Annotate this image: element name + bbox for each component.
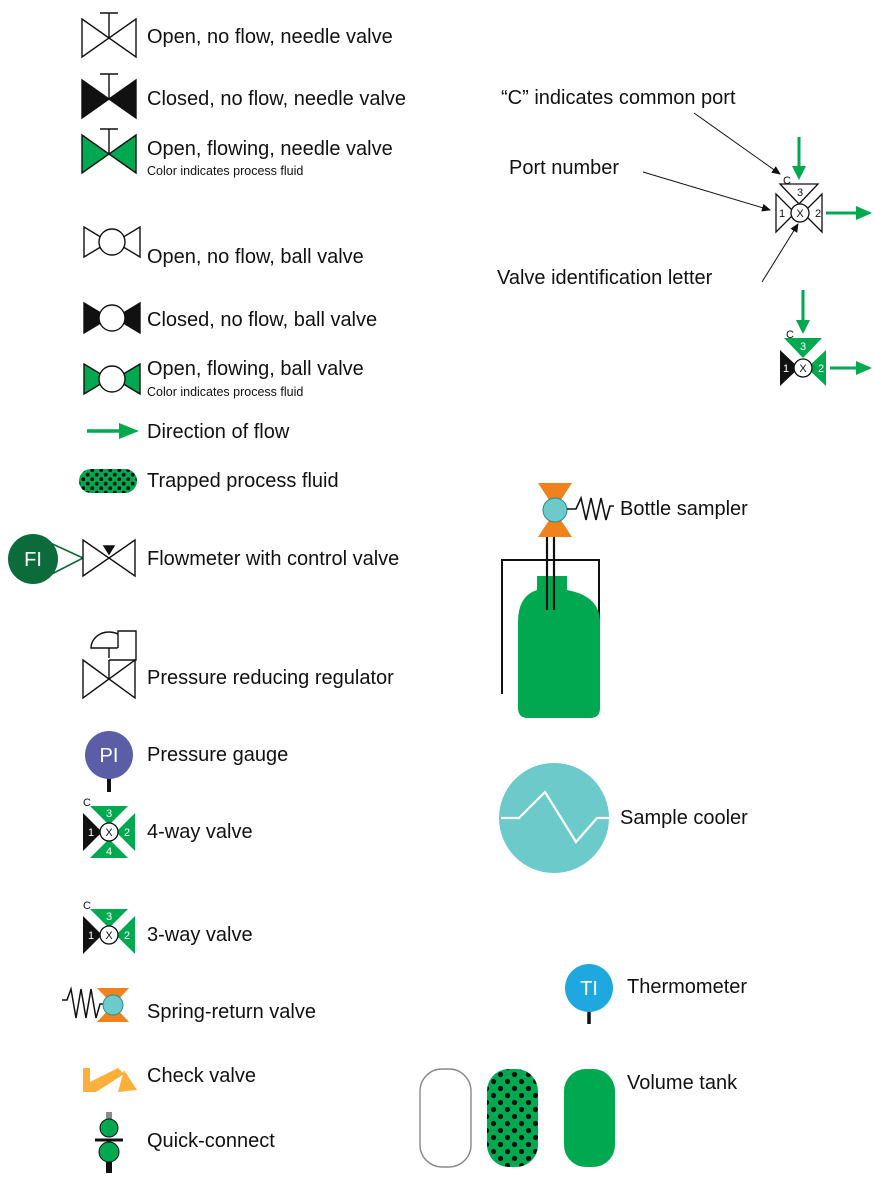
ball-closed-noflow-label: Closed, no flow, ball valve [147, 309, 378, 331]
ball-valve-flowing-icon [83, 362, 141, 396]
ball-color-note: Color indicates process fluid [147, 385, 304, 399]
quick-connect-icon [95, 1112, 123, 1173]
needle-valve-closed-icon [81, 73, 137, 120]
ball-valve-open-noflow-icon [83, 225, 141, 259]
annotated-port-2: 2 [815, 208, 821, 220]
bottle-sampler-label: Bottle sampler [620, 498, 748, 520]
spring-return-valve-label: Spring-return valve [147, 1001, 316, 1023]
flowing-valve-port-1: 1 [783, 363, 789, 375]
three-way-common-mark: C [83, 900, 91, 912]
flowing-valve-port-2: 2 [818, 363, 824, 375]
flowmeter-tag: FI [24, 549, 42, 571]
flow-direction-label: Direction of flow [147, 421, 290, 443]
annotated-common-mark: C [783, 175, 791, 187]
flowmeter-label: Flowmeter with control valve [147, 548, 400, 570]
pressure-gauge-icon [85, 731, 133, 792]
control-valve-icon [82, 538, 136, 578]
valve-id-pointer [761, 223, 799, 283]
annotated-port-3: 3 [797, 187, 803, 199]
four-way-port-2: 2 [124, 827, 130, 839]
common-port-annotation: “C” indicates common port [501, 87, 736, 109]
flowmeter-icon [8, 534, 84, 584]
pressure-regulator-label: Pressure reducing regulator [147, 667, 394, 689]
flowing-valve-id-letter: X [799, 363, 807, 375]
spring-return-valve-icon [62, 986, 129, 1022]
needle-closed-noflow-label: Closed, no flow, needle valve [147, 88, 407, 110]
pressure-gauge-tag: PI [100, 745, 119, 767]
valve-id-annotation: Valve identification letter [497, 267, 713, 289]
flowing-valve-common-mark: C [786, 329, 794, 341]
annotated-id-letter: X [796, 208, 804, 220]
thermometer-tag: TI [580, 978, 598, 1000]
three-way-port-1: 1 [88, 930, 94, 942]
volume-tank-filled-icon [564, 1069, 615, 1167]
annotated-valve-icon [775, 137, 872, 234]
three-way-valve-flowing-icon [780, 290, 872, 386]
volume-tank-empty-icon [419, 1068, 472, 1168]
trapped-fluid-icon [79, 469, 137, 493]
four-way-id-letter: X [105, 827, 113, 839]
check-valve-icon [83, 1068, 137, 1092]
sample-cooler-label: Sample cooler [620, 807, 748, 829]
four-way-port-4: 4 [106, 846, 112, 858]
pressure-regulator-icon [82, 630, 137, 700]
quick-connect-label: Quick-connect [147, 1130, 275, 1152]
port-number-pointer [642, 171, 771, 212]
thermometer-icon [565, 964, 613, 1024]
four-way-port-3: 3 [106, 808, 112, 820]
pressure-gauge-label: Pressure gauge [147, 744, 289, 766]
check-valve-label: Check valve [147, 1065, 256, 1087]
flow-direction-arrow-icon [87, 423, 139, 439]
ball-open-flowing-label: Open, flowing, ball valve [147, 358, 364, 380]
volume-tank-trapped-icon [487, 1069, 538, 1167]
common-port-pointer [693, 112, 781, 175]
three-way-port-3: 3 [106, 911, 112, 923]
needle-valve-open-noflow-icon [81, 12, 137, 59]
port-number-annotation: Port number [509, 157, 620, 179]
bottle-sampler-icon [501, 483, 614, 718]
three-way-valve-label: 3-way valve [147, 924, 253, 946]
annotated-port-1: 1 [779, 208, 785, 220]
trapped-fluid-label: Trapped process fluid [147, 470, 339, 492]
flowing-valve-port-3: 3 [800, 341, 806, 353]
thermometer-label: Thermometer [627, 976, 748, 998]
ball-valve-closed-icon [83, 301, 141, 335]
needle-open-flowing-label: Open, flowing, needle valve [147, 138, 393, 160]
three-way-id-letter: X [105, 930, 113, 942]
four-way-common-mark: C [83, 797, 91, 809]
needle-color-note: Color indicates process fluid [147, 164, 304, 178]
needle-open-noflow-label: Open, no flow, needle valve [147, 26, 393, 48]
four-way-valve-label: 4-way valve [147, 821, 253, 843]
needle-valve-flowing-icon [81, 128, 137, 175]
ball-open-noflow-label: Open, no flow, ball valve [147, 246, 364, 268]
sample-cooler-icon [499, 763, 610, 873]
four-way-port-1: 1 [88, 827, 94, 839]
volume-tank-label: Volume tank [627, 1072, 738, 1094]
four-way-valve-icon [83, 806, 135, 858]
three-way-valve-icon [83, 909, 135, 954]
three-way-port-2: 2 [124, 930, 130, 942]
